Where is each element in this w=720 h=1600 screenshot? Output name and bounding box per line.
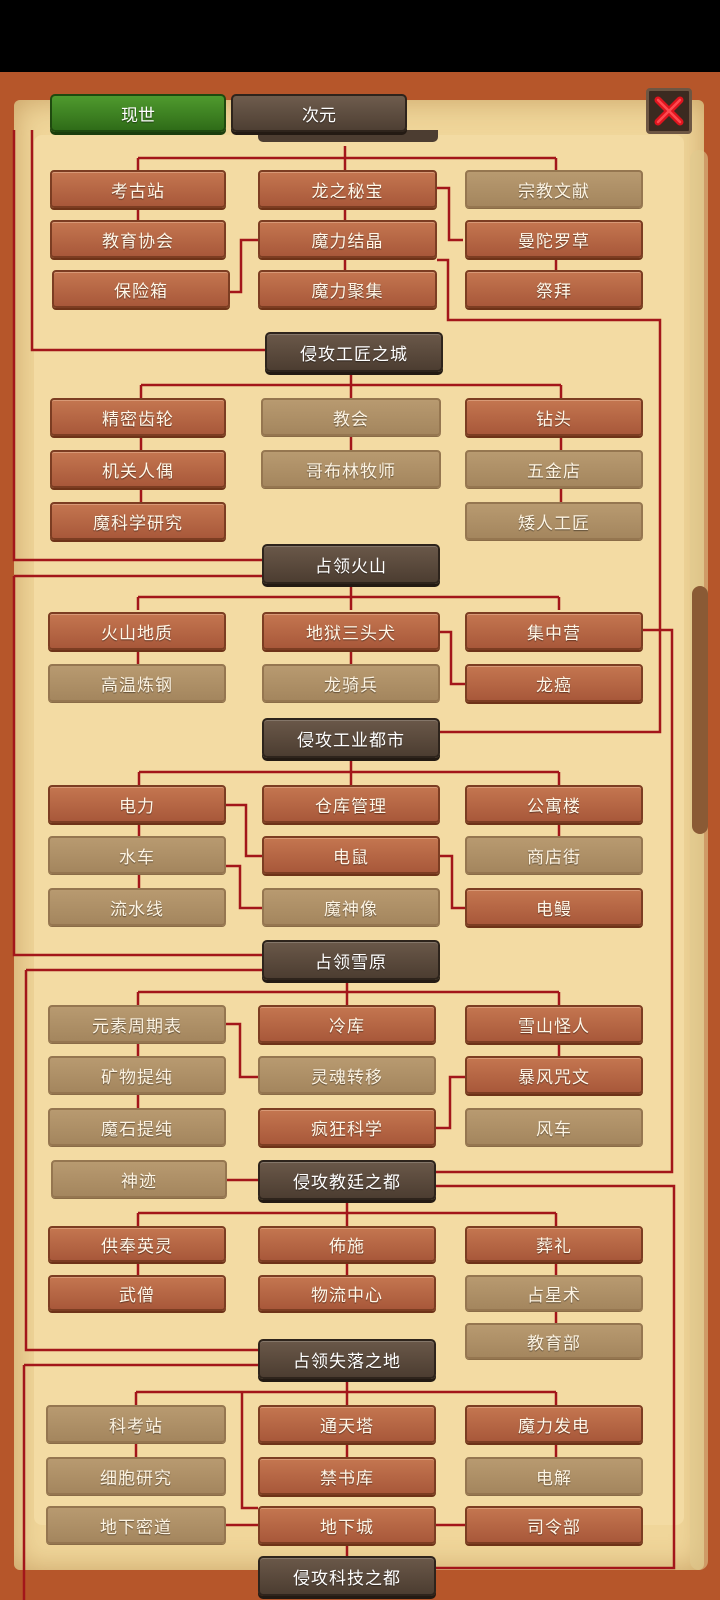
tech-node-storm-spell[interactable]: 暴风咒文 [465, 1056, 643, 1094]
era-node-tech-capital[interactable]: 侵攻科技之都 [258, 1556, 436, 1596]
scrollbar-track[interactable] [690, 150, 708, 1570]
tech-node-forbidden-library[interactable]: 禁书库 [258, 1457, 436, 1495]
tech-node-windmill[interactable]: 风车 [465, 1108, 643, 1146]
tech-node-apartment[interactable]: 公寓楼 [465, 785, 643, 823]
tech-node-magic-stone-refining[interactable]: 魔石提纯 [48, 1108, 226, 1146]
tech-node-mechanical-doll[interactable]: 机关人偶 [50, 450, 226, 488]
tech-node-astrology[interactable]: 占星术 [465, 1275, 643, 1311]
tech-node-electric-mouse[interactable]: 电鼠 [262, 836, 440, 874]
tech-node-babel-tower[interactable]: 通天塔 [258, 1405, 436, 1443]
tech-node-research-station[interactable]: 科考站 [46, 1405, 226, 1443]
era-node-papal-capital[interactable]: 侵攻教廷之都 [258, 1160, 436, 1200]
tech-node-ministry-of-education[interactable]: 教育部 [465, 1323, 643, 1359]
tech-node-funeral[interactable]: 葬礼 [465, 1226, 643, 1262]
tech-node-cell-research[interactable]: 细胞研究 [46, 1457, 226, 1495]
tech-node-church[interactable]: 教会 [261, 398, 441, 436]
tech-node-headquarters[interactable]: 司令部 [465, 1506, 643, 1544]
tech-node-assembly-line[interactable]: 流水线 [48, 888, 226, 926]
era-node-lost-land[interactable]: 占领失落之地 [258, 1339, 436, 1379]
tech-node-hero-spirit-offering[interactable]: 供奉英灵 [48, 1226, 226, 1262]
tech-node-concentration-camp[interactable]: 集中营 [465, 612, 643, 650]
tech-node-yeti[interactable]: 雪山怪人 [465, 1005, 643, 1043]
tech-node-shopping-street[interactable]: 商店街 [465, 836, 643, 874]
tech-node-magic-science-research[interactable]: 魔科学研究 [50, 502, 226, 540]
tech-node-demon-statue[interactable]: 魔神像 [262, 888, 440, 926]
tech-node-goblin-priest[interactable]: 哥布林牧师 [261, 450, 441, 488]
tech-node-electric-eel[interactable]: 电鳗 [465, 888, 643, 926]
tech-node-periodic-table[interactable]: 元素周期表 [48, 1005, 226, 1043]
tech-node-mana-crystal[interactable]: 魔力结晶 [258, 220, 437, 258]
tech-node-education-association[interactable]: 教育协会 [50, 220, 226, 258]
tech-node-volcano-geology[interactable]: 火山地质 [48, 612, 226, 650]
close-button[interactable] [646, 88, 692, 134]
tech-node-archaeology-station[interactable]: 考古站 [50, 170, 226, 208]
tech-node-worship[interactable]: 祭拜 [465, 270, 643, 308]
tech-node-water-wheel[interactable]: 水车 [48, 836, 226, 874]
close-icon [654, 96, 684, 126]
scrollbar-thumb[interactable] [692, 586, 708, 834]
tech-node-drill[interactable]: 钻头 [465, 398, 643, 436]
tech-node-mineral-refining[interactable]: 矿物提纯 [48, 1056, 226, 1094]
era-node-craftsman-city[interactable]: 侵攻工匠之城 [265, 332, 443, 372]
tech-node-hardware-store[interactable]: 五金店 [465, 450, 643, 488]
tech-node-hell-hound[interactable]: 地狱三头犬 [262, 612, 440, 650]
tech-node-mandrake[interactable]: 曼陀罗草 [465, 220, 643, 258]
tech-node-religious-texts[interactable]: 宗教文献 [465, 170, 643, 208]
status-bar [0, 0, 720, 72]
era-node-industrial-city[interactable]: 侵攻工业都市 [262, 718, 440, 758]
tech-node-soul-transfer[interactable]: 灵魂转移 [258, 1056, 436, 1094]
tech-node-precision-gear[interactable]: 精密齿轮 [50, 398, 226, 436]
tech-node-electricity[interactable]: 电力 [48, 785, 226, 823]
tech-node-dragon-cancer[interactable]: 龙癌 [465, 664, 643, 702]
tech-node-alms[interactable]: 佈施 [258, 1226, 436, 1262]
tech-node-electrolysis[interactable]: 电解 [465, 1457, 643, 1495]
tech-node-dwarf-craftsman[interactable]: 矮人工匠 [465, 502, 643, 540]
era-node-volcano[interactable]: 占领火山 [262, 544, 440, 584]
tech-node-underground-passage[interactable]: 地下密道 [46, 1506, 226, 1544]
tab-current-world[interactable]: 现世 [50, 94, 226, 132]
tech-node-warehouse-management[interactable]: 仓库管理 [262, 785, 440, 823]
tech-node-safe[interactable]: 保险箱 [52, 270, 230, 308]
tech-node-miracle[interactable]: 神迹 [51, 1160, 227, 1198]
tech-node-dragoon[interactable]: 龙骑兵 [262, 664, 440, 702]
tech-node-dungeon[interactable]: 地下城 [258, 1506, 436, 1544]
tech-node-high-temp-steel[interactable]: 高温炼钢 [48, 664, 226, 702]
tech-node-mana-power[interactable]: 魔力发电 [465, 1405, 643, 1443]
tech-node-dragon-treasure[interactable]: 龙之秘宝 [258, 170, 437, 208]
tech-node-mad-science[interactable]: 疯狂科学 [258, 1108, 436, 1146]
era-node-snowfield[interactable]: 占领雪原 [262, 940, 440, 980]
tab-dimension[interactable]: 次元 [231, 94, 407, 132]
era-node-cap [258, 130, 438, 142]
tech-node-mana-gathering[interactable]: 魔力聚集 [258, 270, 437, 308]
tech-node-cold-storage[interactable]: 冷库 [258, 1005, 436, 1043]
tech-node-logistics-center[interactable]: 物流中心 [258, 1275, 436, 1311]
tech-node-warrior-monk[interactable]: 武僧 [48, 1275, 226, 1311]
